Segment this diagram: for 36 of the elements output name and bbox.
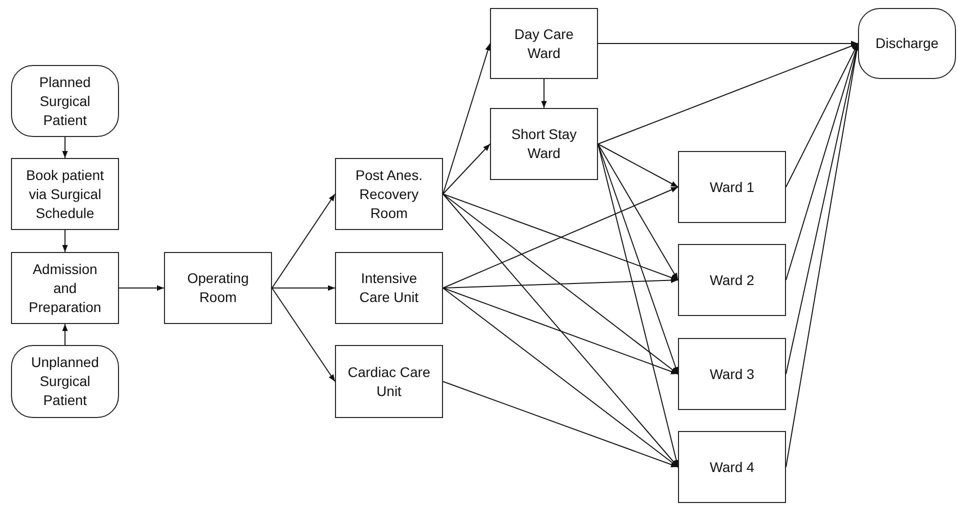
arrow — [442, 381, 678, 468]
process-box: Intensive Care Unit — [335, 252, 443, 324]
process-box: Operating Room — [164, 252, 272, 324]
terminal-node: Discharge — [858, 8, 956, 79]
arrow — [598, 144, 678, 374]
terminal-node: Unplanned Surgical Patient — [11, 345, 119, 418]
process-box: Ward 2 — [678, 244, 786, 316]
process-box: Admission and Preparation — [11, 252, 119, 324]
process-box: Cardiac Care Unit — [335, 345, 443, 418]
arrow — [62, 136, 68, 158]
process-box: Ward 3 — [678, 338, 786, 410]
process-box: Ward 1 — [678, 151, 786, 223]
arrow — [442, 43, 491, 194]
arrow — [442, 288, 678, 374]
arrow — [442, 288, 678, 468]
arrow — [442, 277, 678, 288]
process-box: Ward 4 — [678, 431, 786, 503]
process-box: Day Care Ward — [490, 8, 598, 79]
arrow — [598, 144, 678, 188]
arrow — [598, 144, 678, 280]
arrow — [442, 194, 678, 374]
arrow — [62, 230, 68, 252]
process-box: Short Stay Ward — [490, 108, 598, 180]
arrow — [272, 285, 336, 291]
arrow — [541, 78, 547, 108]
arrow — [62, 324, 68, 346]
arrow — [118, 285, 164, 291]
arrow — [786, 43, 858, 188]
process-box: Book patient via Surgical Schedule — [11, 158, 119, 230]
process-box: Post Anes. Recovery Room — [335, 158, 443, 230]
arrow — [598, 43, 858, 144]
terminal-node: Planned Surgical Patient — [11, 65, 119, 137]
arrow — [442, 144, 490, 194]
arrow — [272, 288, 336, 382]
arrow — [272, 194, 336, 288]
arrow — [598, 40, 858, 46]
